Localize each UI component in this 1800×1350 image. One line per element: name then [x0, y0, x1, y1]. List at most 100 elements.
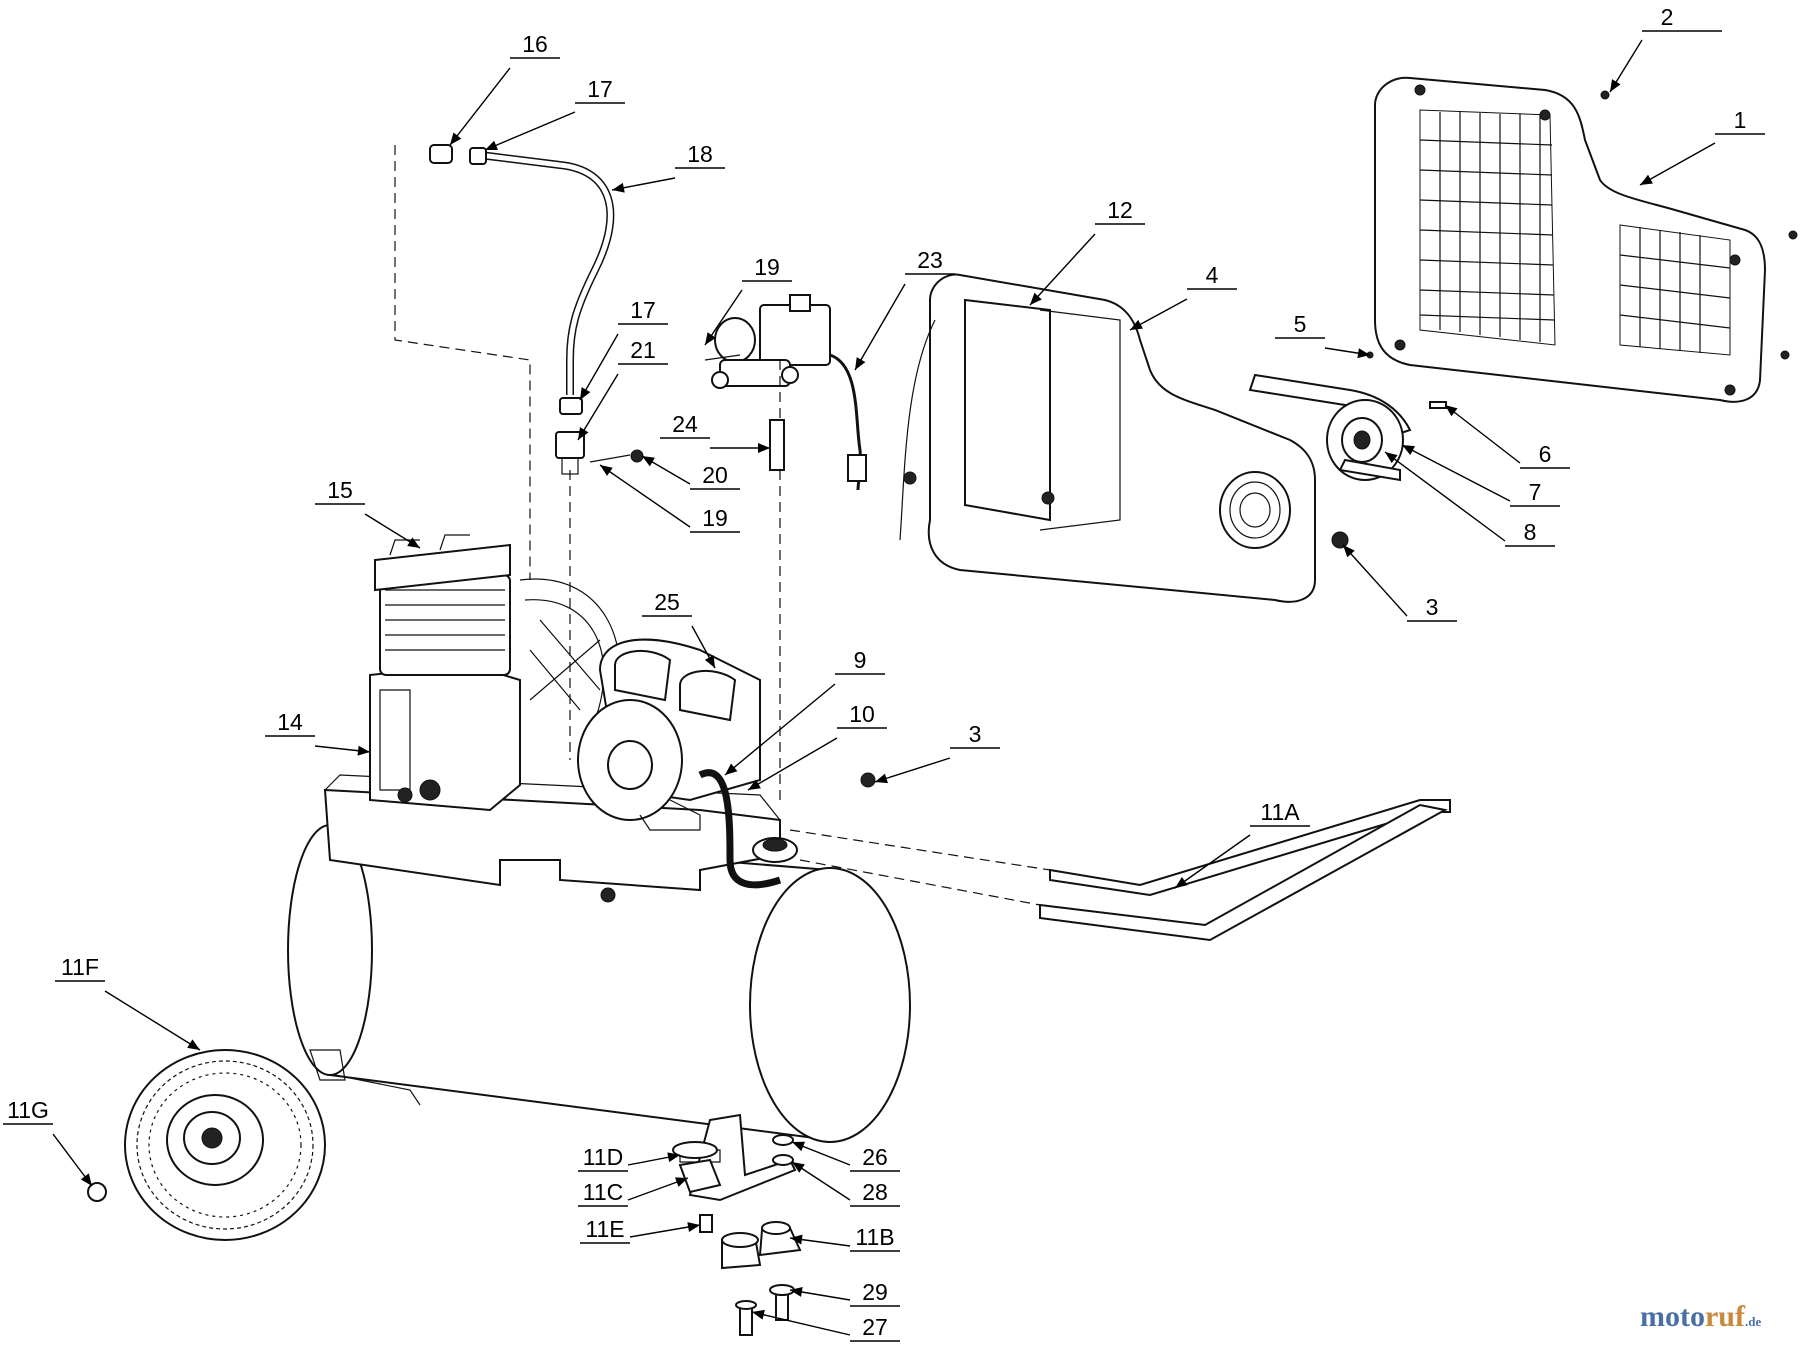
callout-label: 10 [849, 701, 875, 727]
callout-c18: 18 [611, 141, 725, 193]
callout-leader [1639, 142, 1716, 186]
callout-leader [1401, 444, 1511, 502]
callout-arrowhead [1385, 452, 1398, 464]
callout-c8: 8 [1384, 451, 1555, 547]
callout-label: 5 [1294, 311, 1307, 337]
watermark-part2: ruf [1704, 1300, 1745, 1333]
callout-label: 1 [1734, 107, 1747, 133]
callout-arrowhead [687, 1222, 700, 1232]
callout-label: 25 [654, 589, 680, 615]
callout-label: 20 [702, 462, 728, 488]
callout-label: 3 [1426, 594, 1439, 620]
callout-arrowhead [612, 182, 625, 193]
callout-arrowhead [752, 1309, 765, 1320]
callout-label: 15 [327, 477, 353, 503]
callout-arrowhead [705, 332, 716, 345]
wheel [124, 1049, 326, 1241]
callout-c11B: 11B [789, 1224, 900, 1252]
callout-c7: 7 [1401, 444, 1560, 507]
callout-c27: 27 [751, 1309, 900, 1342]
callout-c24: 24 [660, 411, 770, 453]
callout-label: 2 [1661, 4, 1674, 30]
callout-leader [599, 464, 691, 528]
callout-c6: 6 [1444, 404, 1570, 469]
front-cover [1374, 76, 1767, 403]
callout-c21: 21 [577, 337, 668, 441]
callout-arrowhead [758, 443, 770, 453]
watermark: motoruf.de [1640, 1300, 1761, 1334]
assembly-lines [394, 145, 1051, 906]
callout-c10: 10 [747, 701, 887, 791]
callout-leader [484, 111, 576, 151]
pressure-switch [704, 294, 831, 389]
callout-arrowhead [1343, 545, 1355, 558]
callout-label: 11E [585, 1216, 624, 1242]
callout-arrowhead [725, 763, 738, 775]
callout-label: 23 [917, 247, 943, 273]
callout-label: 11D [583, 1144, 624, 1170]
callout-label: 11A [1260, 799, 1300, 825]
callout-arrowhead [187, 1039, 200, 1050]
callout-c9: 9 [724, 647, 885, 776]
callout-label: 18 [687, 141, 713, 167]
callout-label: 17 [587, 76, 613, 102]
callout-arrowhead [875, 773, 888, 784]
callout-leader [724, 683, 836, 776]
callout-c11C: 11C [578, 1177, 689, 1207]
pump-base-plate [323, 774, 781, 903]
callout-label: 6 [1539, 441, 1552, 467]
callout-label: 21 [630, 337, 656, 363]
callout-arrowhead [357, 745, 370, 756]
callout-c17a: 17 [484, 76, 625, 151]
callout-c11A: 11A [1174, 799, 1310, 889]
callout-label: 4 [1206, 262, 1219, 288]
callout-label: 29 [862, 1279, 888, 1305]
motor-cord [698, 769, 782, 889]
nut-3-upper [1331, 531, 1349, 549]
callout-label: 16 [522, 31, 548, 57]
callout-arrowhead [675, 1177, 688, 1187]
callout-c11E: 11E [580, 1216, 701, 1244]
callout-c1: 1 [1639, 107, 1765, 186]
callout-c3b: 3 [874, 721, 1000, 784]
callout-arrowhead [792, 1141, 805, 1152]
callout-c26: 26 [791, 1141, 900, 1172]
fittings [555, 397, 644, 475]
rear-shroud [899, 273, 1316, 603]
callout-c25: 25 [642, 589, 716, 669]
pump-assembly [369, 534, 521, 812]
callout-label: 9 [854, 647, 867, 673]
callout-c11F: 11F [55, 954, 201, 1051]
callout-arrowhead [790, 1287, 803, 1297]
callout-arrowhead [407, 537, 420, 548]
callout-arrowhead [600, 465, 613, 476]
callout-arrowhead [790, 1234, 803, 1245]
callout-c19b: 19 [599, 464, 740, 533]
callout-c11G: 11G [3, 1097, 93, 1187]
watermark-part1: moto [1640, 1300, 1705, 1333]
callout-leader [874, 757, 951, 783]
callout-c20: 20 [641, 455, 740, 490]
callout-arrowhead [704, 655, 715, 668]
callout-c3a: 3 [1342, 544, 1457, 622]
check-valve [752, 837, 798, 863]
callout-label: 11C [583, 1179, 624, 1205]
callout-leader [1444, 404, 1521, 464]
callout-label: 11G [7, 1097, 49, 1123]
callout-arrowhead [1130, 319, 1143, 330]
callout-label: 11B [855, 1224, 894, 1250]
callout-c15: 15 [315, 477, 421, 549]
callout-c19a: 19 [704, 254, 792, 346]
callout-label: 17 [630, 297, 656, 323]
callout-arrowhead [667, 1152, 680, 1163]
callout-c23: 23 [854, 247, 955, 371]
callout-leader [1029, 233, 1096, 306]
callout-arrowhead [450, 132, 462, 145]
callout-leader [579, 333, 619, 401]
callout-label: 8 [1524, 519, 1537, 545]
callout-arrowhead [1357, 348, 1370, 359]
callout-arrowhead [1445, 405, 1458, 417]
callout-arrowhead [1640, 174, 1653, 185]
callout-label: 14 [277, 709, 303, 735]
